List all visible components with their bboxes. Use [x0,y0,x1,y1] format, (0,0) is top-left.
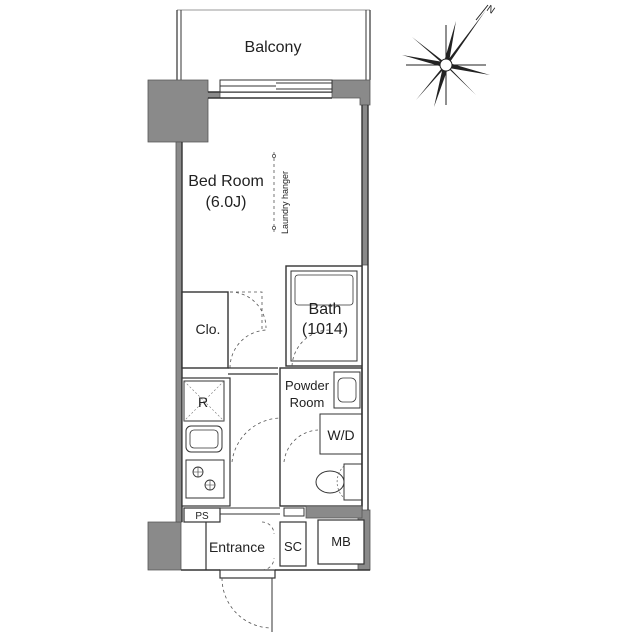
meter-box-label: MB [331,534,351,549]
closet: Clo. [181,291,278,375]
wash-basin-icon [333,371,361,409]
bath-size: (1014) [302,321,348,338]
shoe-closet: SC [279,521,307,567]
entrance-label: Entrance [209,539,265,555]
powder-room: Powder Room W/D [279,367,363,507]
balcony-label: Balcony [245,39,302,56]
toilet-icon [315,463,363,501]
washer-dryer-label: W/D [327,427,354,443]
refrigerator: R [183,380,225,422]
entrance: Entrance [205,521,276,632]
column-top-left [147,79,221,143]
bed-room: Bed Room (6.0J) Laundry hanger [188,152,290,234]
stove-icon [185,459,225,499]
shoe-closet-label: SC [284,539,302,554]
front-door-swing [221,577,273,629]
bath-label: Bath [309,301,342,318]
wall-left [175,141,183,523]
meter-box: MB [317,519,365,565]
bed-room-label: Bed Room [188,173,264,190]
laundry-hanger-label: Laundry hanger [280,171,290,234]
structural-walls [147,79,371,571]
washer-dryer: W/D [319,413,363,455]
wall-right [361,104,369,266]
powder-room-label-line2: Room [290,395,325,410]
pipe-space-label: PS [195,511,209,522]
closet-label: Clo. [196,321,221,337]
balcony-window [219,79,333,93]
bath: Bath (1014) [285,265,363,367]
powder-room-label-line1: Powder [285,378,330,393]
balcony: Balcony [176,9,371,80]
column-bottom-left [147,521,182,571]
bed-room-size: (6.0J) [206,194,247,211]
laundry-hanger-icon [271,152,276,232]
pipe-space: PS [183,507,221,523]
kitchen: R [181,377,281,507]
refrigerator-label: R [198,394,208,410]
compass-north-label: N [484,3,496,16]
column-top-right [331,79,371,106]
sink-icon [185,425,223,453]
compass-rose-icon: N [402,3,497,107]
